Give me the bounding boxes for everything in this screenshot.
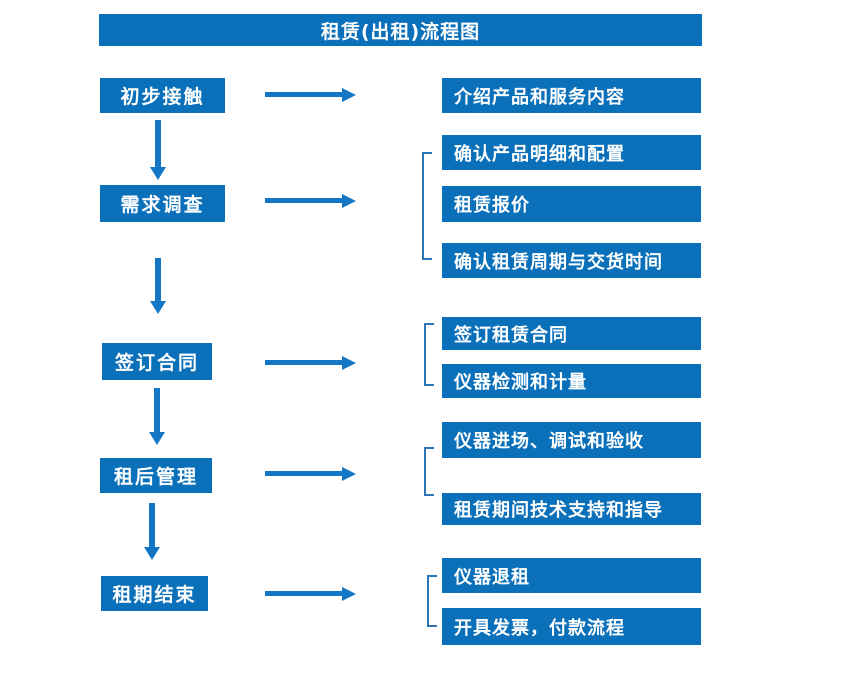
bracket-line xyxy=(424,323,434,386)
step-box-initial-contact: 初步接触 xyxy=(100,78,225,113)
detail-box-confirm-product-details-config: 确认产品明细和配置 xyxy=(442,135,701,170)
bracket-line xyxy=(424,447,434,496)
detail-box-introduce-products-services: 介绍产品和服务内容 xyxy=(442,78,701,113)
detail-box-rental-quotation: 租赁报价 xyxy=(442,186,701,222)
bracket-line xyxy=(427,575,437,627)
flowchart-title: 租赁(出租)流程图 xyxy=(99,14,702,46)
detail-box-instrument-return: 仪器退租 xyxy=(442,558,701,593)
step-box-rental-end: 租期结束 xyxy=(101,576,208,611)
detail-box-technical-support-guidance: 租赁期间技术支持和指导 xyxy=(442,493,701,525)
detail-box-instrument-entry-debug-acceptance: 仪器进场、调试和验收 xyxy=(442,422,701,458)
detail-box-instrument-testing-metering: 仪器检测和计量 xyxy=(442,364,701,398)
detail-box-sign-rental-contract: 签订租赁合同 xyxy=(442,317,701,350)
detail-box-confirm-rental-period-delivery: 确认租赁周期与交货时间 xyxy=(442,243,701,278)
step-box-demand-survey: 需求调查 xyxy=(100,185,225,222)
detail-box-invoice-payment-process: 开具发票，付款流程 xyxy=(442,608,701,645)
bracket-line xyxy=(422,152,432,260)
step-box-post-rental-management: 租后管理 xyxy=(100,458,212,493)
step-box-sign-contract: 签订合同 xyxy=(102,343,212,380)
